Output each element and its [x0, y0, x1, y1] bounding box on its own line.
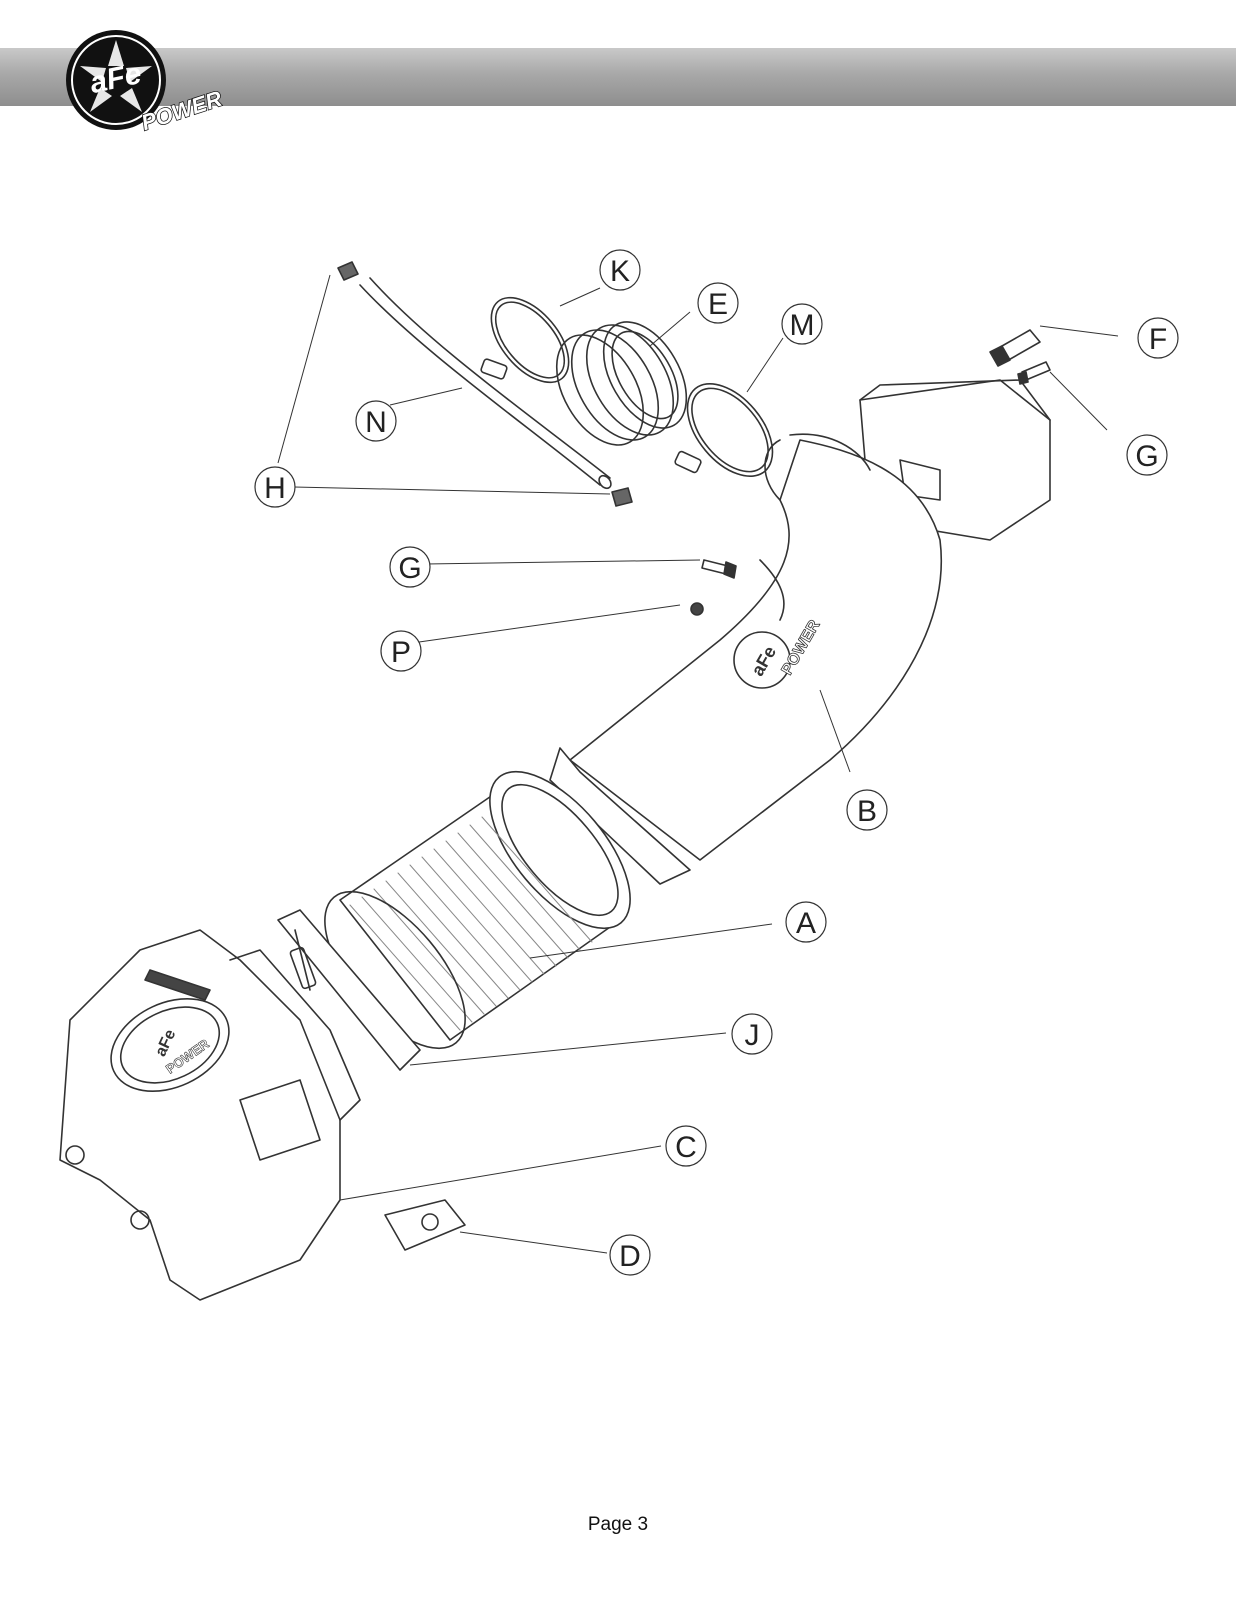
header-bar	[0, 48, 1236, 106]
svg-text:C: C	[675, 1131, 697, 1164]
clip-h-top	[337, 261, 359, 281]
svg-text:A: A	[796, 907, 816, 940]
callout-m: M	[781, 303, 823, 345]
callout-f: F	[1137, 317, 1179, 359]
hose-n	[359, 277, 612, 490]
svg-text:H: H	[264, 472, 286, 505]
fitting-f	[989, 329, 1041, 367]
callout-d: D	[609, 1234, 651, 1276]
coupler-e	[555, 321, 688, 446]
callout-c: C	[665, 1125, 707, 1167]
callout-h: H	[254, 466, 296, 508]
page-number: Page 3	[587, 1514, 649, 1535]
callout-n: N	[355, 400, 397, 442]
svg-text:F: F	[1149, 323, 1167, 356]
callout-e: E	[697, 282, 739, 324]
clamp-k	[480, 296, 570, 384]
gasket-j	[277, 909, 421, 1071]
clamp-m	[674, 383, 774, 477]
plug-p	[690, 602, 704, 616]
svg-text:J: J	[745, 1019, 760, 1052]
callout-a: A	[785, 901, 827, 943]
clip-h-bottom	[611, 487, 633, 507]
svg-text:N: N	[365, 406, 387, 439]
drain-plug-d	[384, 1199, 466, 1251]
callout-g-top: G	[1126, 434, 1168, 476]
svg-text:M: M	[790, 309, 815, 342]
airbox-c: aFe POWER	[59, 929, 361, 1301]
callout-k: K	[599, 249, 641, 291]
callout-j: J	[731, 1013, 773, 1055]
callout-b: B	[846, 789, 888, 831]
intake-tube-b: aFe POWER	[549, 379, 1051, 885]
svg-text:G: G	[398, 552, 421, 585]
svg-text:D: D	[619, 1240, 641, 1273]
callout-g-middle: G	[389, 546, 431, 588]
fitting-g-middle	[701, 559, 737, 579]
svg-text:P: P	[391, 636, 411, 669]
fitting-g-top	[1017, 361, 1051, 385]
svg-text:B: B	[857, 795, 877, 828]
air-filter-a	[324, 770, 631, 1050]
afe-power-logo: aFe POWER	[66, 30, 226, 134]
svg-text:E: E	[708, 288, 728, 321]
callout-p: P	[380, 630, 422, 672]
svg-text:K: K	[610, 255, 630, 288]
svg-text:G: G	[1135, 440, 1158, 473]
